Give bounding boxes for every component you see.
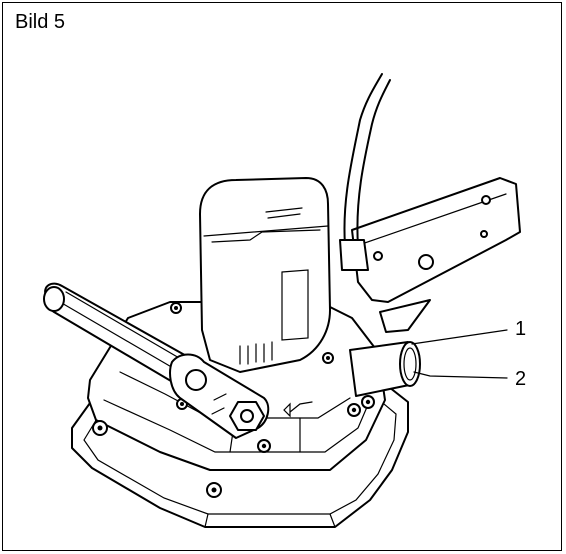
callout-1: 1 xyxy=(515,318,527,340)
figure-title: Bild 5 xyxy=(15,11,66,33)
callout-2: 2 xyxy=(515,368,527,390)
extraction-port xyxy=(349,341,421,397)
motor-housing xyxy=(199,177,331,373)
callout-leaders xyxy=(411,329,508,379)
power-cable xyxy=(339,73,391,271)
rear-handle xyxy=(351,177,521,333)
screws xyxy=(92,302,375,498)
side-handle xyxy=(43,282,270,439)
